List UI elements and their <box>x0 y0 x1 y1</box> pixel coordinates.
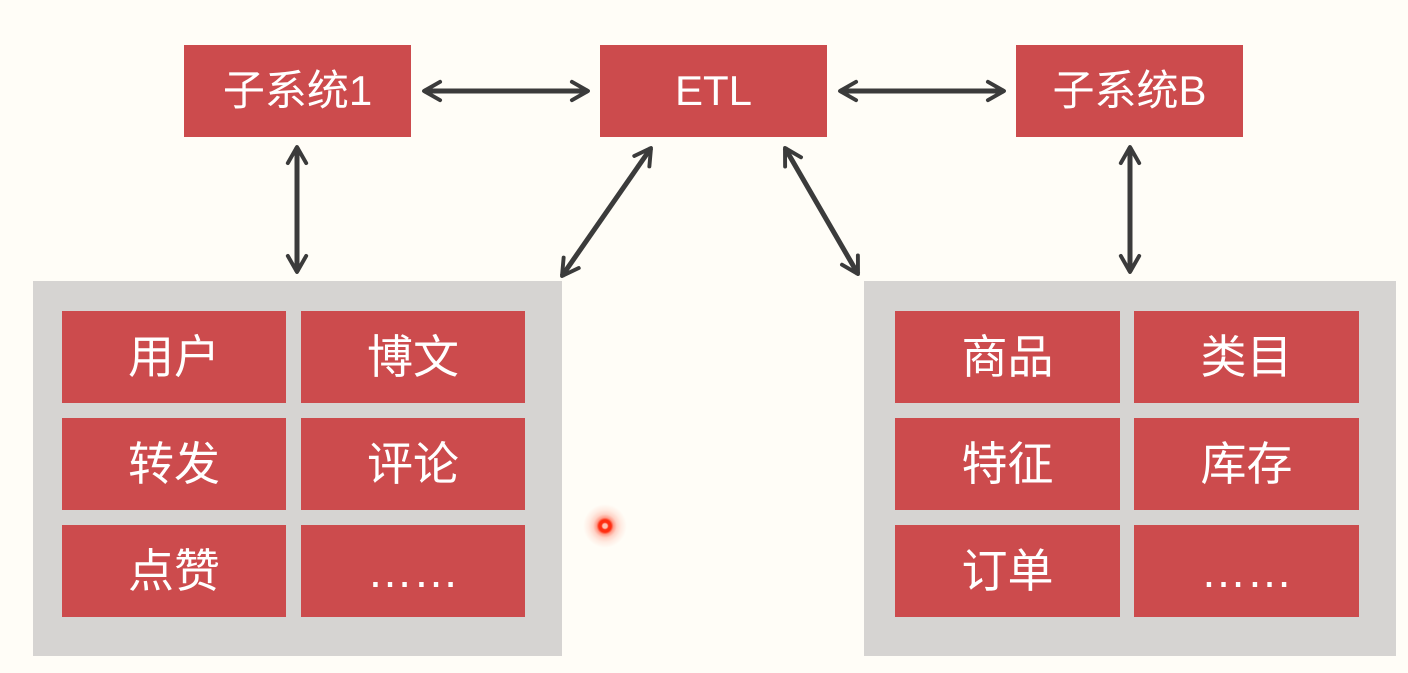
table-box-products: 商品 <box>895 311 1120 403</box>
laser-pointer-dot <box>583 504 627 548</box>
table-box-posts: 博文 <box>301 311 525 403</box>
table-box-users: 用户 <box>62 311 286 403</box>
table-box-reposts: 转发 <box>62 418 286 510</box>
table-box-label: 特征 <box>961 438 1054 490</box>
arrow-etl-rightpanel <box>782 146 861 276</box>
table-box-orders: 订单 <box>895 525 1120 617</box>
table-box-label: 商品 <box>961 331 1054 383</box>
node-subsystem-b: 子系统B <box>1016 45 1243 137</box>
table-box-label: 点赞 <box>128 545 220 597</box>
table-box-label: 用户 <box>128 331 220 383</box>
table-box-label: 转发 <box>128 438 220 490</box>
table-box-label: …… <box>367 545 459 597</box>
table-box-categories: 类目 <box>1134 311 1359 403</box>
table-box-label: 类目 <box>1200 331 1293 383</box>
left-tables-panel: 用户 博文 转发 评论 点赞 …… <box>33 281 562 656</box>
table-box-inventory: 库存 <box>1134 418 1359 510</box>
table-box-ellipsis: …… <box>301 525 525 617</box>
table-box-label: 评论 <box>367 438 459 490</box>
node-subsystem-b-label: 子系统B <box>1052 67 1207 114</box>
table-box-ellipsis: …… <box>1134 525 1359 617</box>
table-box-likes: 点赞 <box>62 525 286 617</box>
node-etl-label: ETL <box>674 67 753 114</box>
table-box-label: 库存 <box>1200 438 1293 490</box>
arrow-etl-leftpanel <box>559 146 654 278</box>
node-etl: ETL <box>600 45 827 137</box>
right-tables-panel: 商品 类目 特征 库存 订单 …… <box>864 281 1396 656</box>
node-subsystem-1: 子系统1 <box>184 45 411 137</box>
table-box-label: 订单 <box>961 545 1054 597</box>
table-box-comments: 评论 <box>301 418 525 510</box>
table-box-features: 特征 <box>895 418 1120 510</box>
table-box-label: 博文 <box>367 331 459 383</box>
table-box-label: …… <box>1200 545 1293 597</box>
node-subsystem-1-label: 子系统1 <box>222 67 373 114</box>
